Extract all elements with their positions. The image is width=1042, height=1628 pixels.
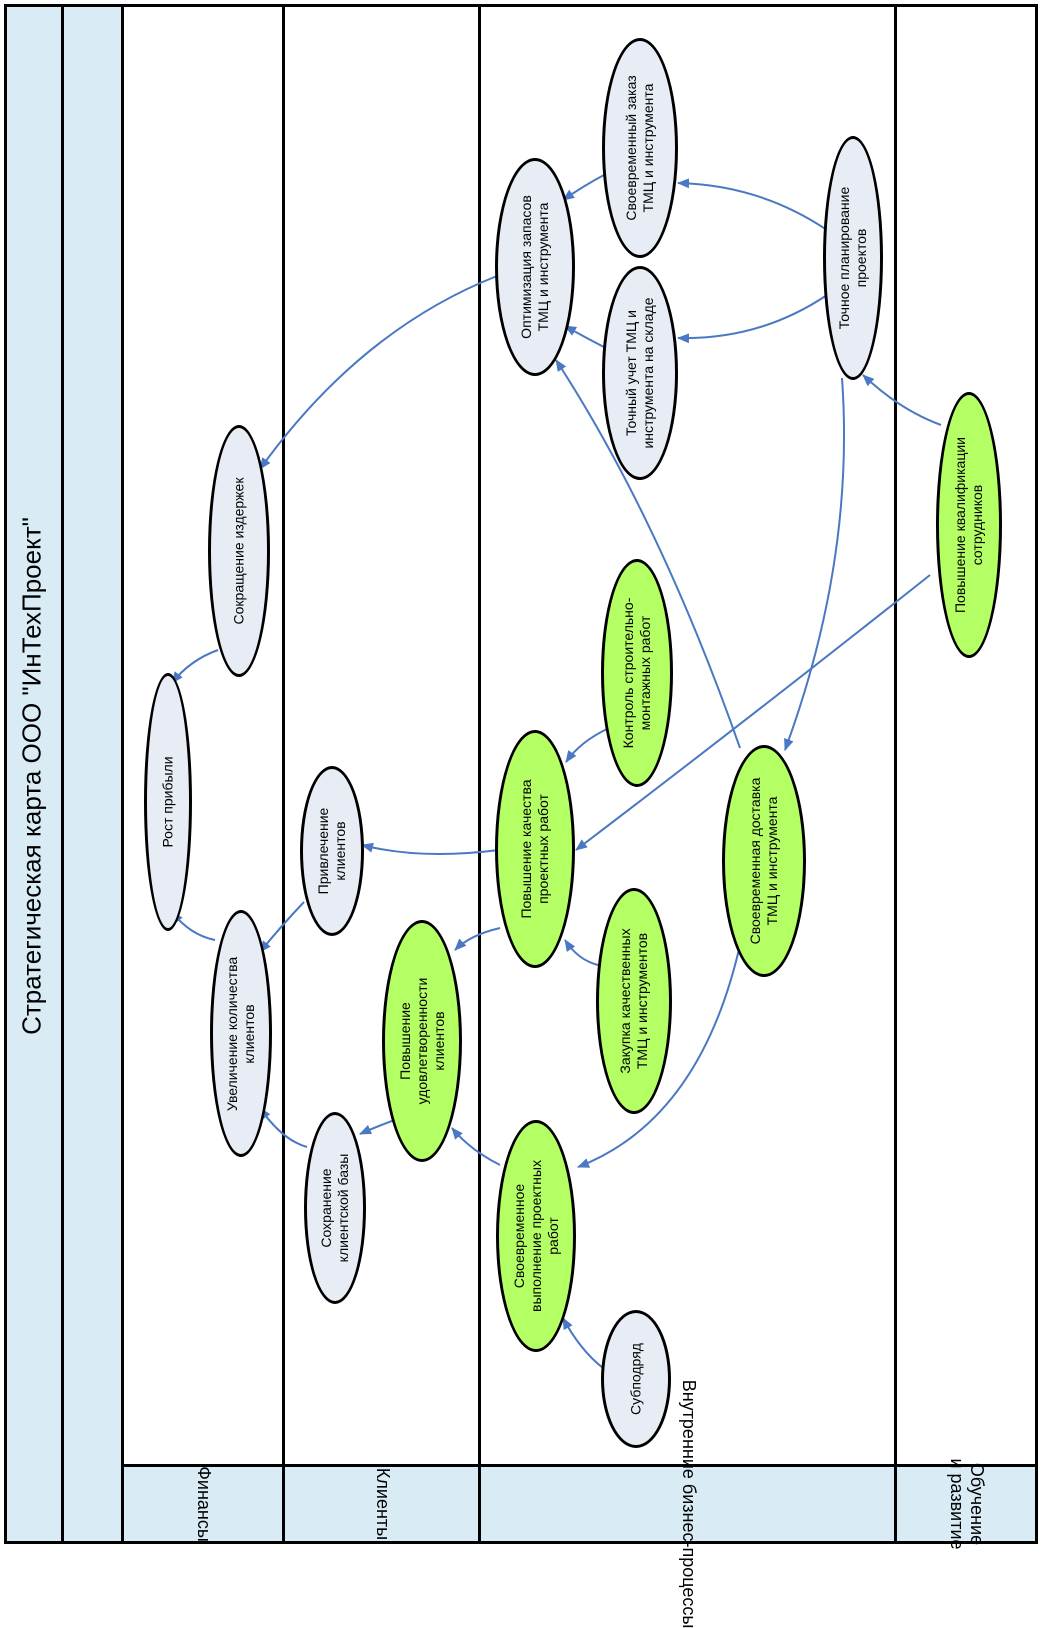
node-udovletvorennost-label: Повышение удовлетворенности клиентов <box>396 977 447 1105</box>
edge-planirovanie-to-zakaz <box>677 178 828 231</box>
node-optimizaciya-zapasov: Оптимизация запасов ТМЦ и инструмента <box>495 158 575 376</box>
edge-planirovanie-to-uchet <box>677 294 828 344</box>
edge-optimizaciya-to-sokrashchenie <box>259 275 498 470</box>
node-povyshenie-kachestva-rabot: Повышение качества проектных работ <box>495 730 575 968</box>
node-privlechenie-klientov-label: Привлечение клиентов <box>315 807 348 895</box>
node-povyshenie-udovletvorennosti: Повышение удовлетворенности клиентов <box>382 920 462 1162</box>
node-sohranenie-klientskoy-bazy: Сохранение клиентской базы <box>304 1112 366 1304</box>
node-rost-pribyli-label: Рост прибыли <box>159 756 176 848</box>
node-subpodryad-label: Субподряд <box>627 1343 644 1415</box>
node-kontrol-rabot: Контроль строительно- монтажных работ <box>601 559 673 787</box>
node-sohranenie-bazy-label: Сохранение клиентской базы <box>318 1153 351 1263</box>
title-lane <box>4 4 64 1544</box>
node-svoevremennoe-vypolnenie-label: Своевременное выполнение проектных работ <box>510 1160 561 1312</box>
node-privlechenie-klientov: Привлечение клиентов <box>300 766 364 936</box>
edge-zakupka-to-kachestvo <box>564 939 599 966</box>
strategy-map-canvas: Стратегическая карта ООО "ИнТехПроект" Ф… <box>4 4 1038 1628</box>
node-uvelichenie-kolichestva-klientov: Увеличение количества клиентов <box>210 910 272 1157</box>
node-svoevremenny-zakaz: Своевременный заказ ТМЦ и инструмента <box>602 38 678 258</box>
edge-kvalifikaciya-to-kachestvo <box>575 574 931 851</box>
edge-kachestvo-to-udovletvorennost <box>454 927 501 951</box>
node-tochnoe-planirovanie: Точное планирование проектов <box>823 136 883 380</box>
node-rost-pribyli: Рост прибыли <box>144 673 192 931</box>
node-kachestvo-rabot-label: Повышение качества проектных работ <box>518 779 551 919</box>
node-tochny-uchet: Точный учет ТМЦ и инструмента на складе <box>602 266 678 480</box>
edge-subpodryad-to-svoevremennoe <box>562 1317 604 1369</box>
node-subpodryad: Субподряд <box>601 1310 671 1448</box>
node-zakupka-label: Закупка качественных ТМЦ и инструментов <box>617 928 650 1074</box>
lane-label-internal-processes: Внутренние бизнес-процессы <box>481 1380 894 1628</box>
node-svoevremennaya-dostavka: Своевременная доставка ТМЦ и инструмента <box>722 745 806 977</box>
edge-dostavka-to-svoevremennoe <box>577 944 741 1168</box>
node-tochnoe-planirovanie-label: Точное планирование проектов <box>836 186 869 330</box>
edge-sokrashchenie-to-rost <box>171 649 219 684</box>
node-kontrol-rabot-label: Контроль строительно- монтажных работ <box>620 597 653 749</box>
node-kvalifikaciya-label: Повышение квалификации сотрудников <box>952 437 985 613</box>
spacer-lane <box>64 4 124 1544</box>
node-uvelichenie-kolichestva-label: Увеличение количества клиентов <box>224 956 257 1111</box>
lane-learning: Обучение и развитие <box>897 4 1038 1550</box>
edge-kvalifikaciya-to-planirovanie <box>862 374 942 426</box>
node-svoevremenny-zakaz-label: Своевременный заказ ТМЦ и инструмента <box>623 75 656 221</box>
edge-sohranenie-to-uvelichenie <box>259 1107 308 1148</box>
connector-layer <box>171 174 942 1369</box>
lane-label-clients: Клиенты <box>285 1464 478 1541</box>
edge-kontrol-to-kachestvo <box>565 728 608 763</box>
edge-kachestvo-to-privlechenie <box>361 842 500 855</box>
node-sokrashchenie-izderzhek: Сокращение издержек <box>208 425 270 677</box>
lane-label-finance: Финансы <box>124 1464 282 1542</box>
edge-dostavka-to-optimizaciya <box>555 359 741 749</box>
edge-zakaz-to-optimizaciya <box>562 174 605 201</box>
node-optimizaciya-zapasov-label: Оптимизация запасов ТМЦ и инструмента <box>518 195 551 339</box>
node-sokrashchenie-izderzhek-label: Сокращение издержек <box>230 477 247 625</box>
lane-label-learning: Обучение и развитие <box>897 1458 1035 1550</box>
edge-svoevremennoe-to-udovletvorennost <box>451 1127 501 1166</box>
node-povyshenie-kvalifikacii: Повышение квалификации сотрудников <box>936 392 1002 658</box>
edge-privlechenie-to-uvelichenie <box>259 901 305 953</box>
node-tochny-uchet-label: Точный учет ТМЦ и инструмента на складе <box>623 297 656 449</box>
node-svoevremennoe-vypolnenie: Своевременное выполнение проектных работ <box>496 1120 576 1352</box>
edge-uchet-to-optimizaciya <box>564 325 605 348</box>
edge-planirovanie-to-dostavka <box>784 377 846 751</box>
node-svoevremennaya-dostavka-label: Своевременная доставка ТМЦ и инструмента <box>747 777 780 945</box>
node-zakupka: Закупка качественных ТМЦ и инструментов <box>596 888 672 1114</box>
